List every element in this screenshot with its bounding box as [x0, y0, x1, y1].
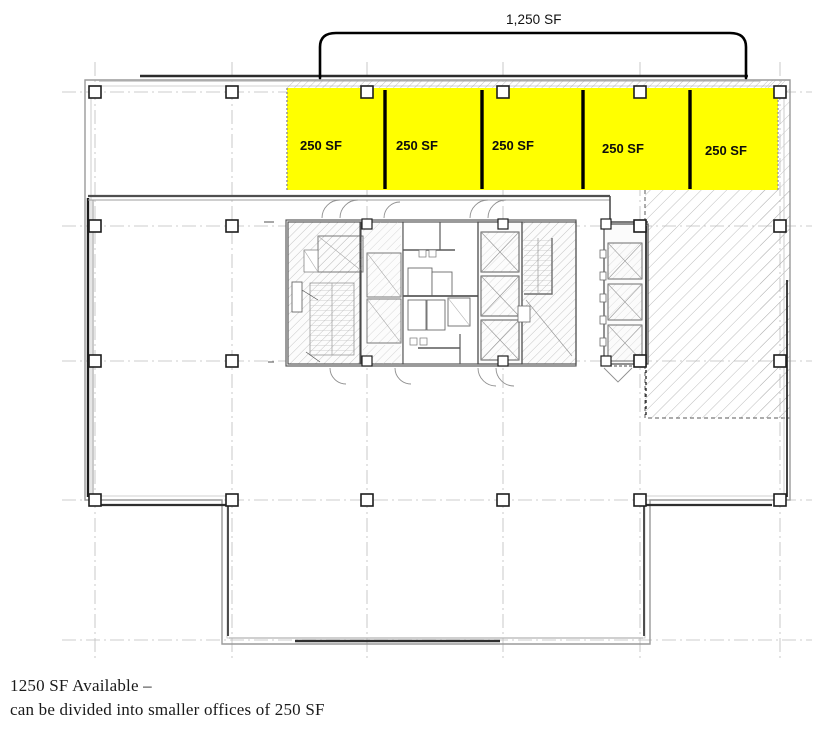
suite-dividers: [383, 90, 692, 189]
suite-label-2: 250 SF: [396, 138, 438, 153]
south-notch-walls: [100, 502, 772, 643]
dimension-label-total: 1,250 SF: [506, 12, 562, 27]
service-bank: [599, 223, 649, 418]
suite-label-4: 250 SF: [602, 141, 644, 156]
misc-ticks: [264, 221, 274, 363]
hatched-service-zone: [644, 80, 790, 419]
caption-line-2: can be divided into smaller offices of 2…: [10, 700, 325, 719]
building-outline: [84, 74, 791, 645]
elevator-cab-2: [480, 275, 520, 317]
interior-demising-wall: [88, 194, 648, 223]
suite-label-5: 250 SF: [705, 143, 747, 158]
structural-columns: [88, 85, 787, 507]
core-doors: [321, 199, 515, 387]
elevator-lobby: [402, 221, 479, 365]
building-core: [285, 199, 577, 387]
restroom-men: [303, 235, 364, 273]
suite-label-3: 250 SF: [492, 138, 534, 153]
stair-east: [517, 221, 577, 365]
dimension-bracket: [318, 31, 748, 80]
highlight-suite-block[interactable]: [286, 88, 779, 190]
elevator-cab-3: [480, 319, 520, 361]
suite-label-1: 250 SF: [300, 138, 342, 153]
elevator-cab-1: [480, 231, 520, 273]
restroom-women: [360, 221, 404, 365]
caption-line-1: 1250 SF Available –: [10, 676, 152, 695]
